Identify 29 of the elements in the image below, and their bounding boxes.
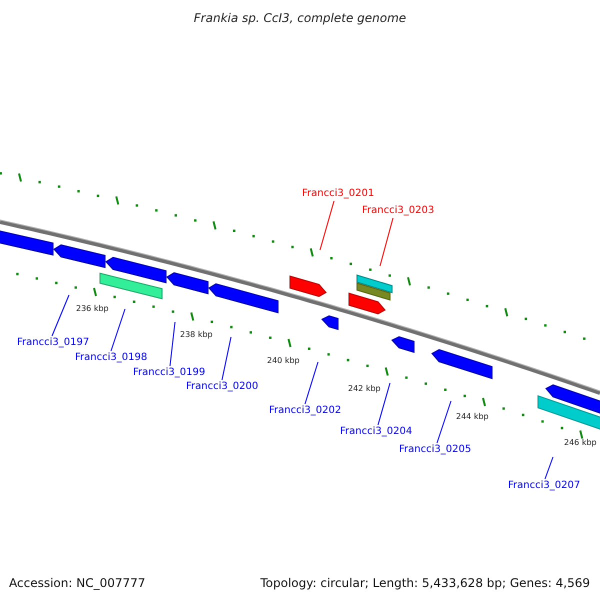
position-label: 244 kbp [456,411,489,423]
leader-line [110,308,126,352]
leader-line [544,456,554,480]
position-label: 240 kbp [267,355,300,367]
leader-line [436,400,452,444]
gene-label: Francci3_0197 [17,336,90,350]
position-label: 236 kbp [76,303,109,315]
gene-label: Francci3_0199 [133,366,206,380]
gene-label: Francci3_0207 [508,479,580,493]
leader-line [52,294,70,336]
gene-label: Francci3_0200 [186,380,258,394]
gene-label: Francci3_0201 [302,187,374,201]
leader-line [378,382,390,426]
position-label: 238 kbp [180,329,213,341]
gene-label: Francci3_0205 [399,443,472,457]
gene-label: Francci3_0204 [340,425,412,439]
leader-line [170,322,176,366]
accession-text: Accession: NC_007777 [9,575,146,592]
gene-label: Francci3_0198 [75,351,148,365]
title: Frankia sp. CcI3, complete genome [192,10,408,27]
leader-line [320,200,334,250]
gene-label: Francci3_0203 [362,204,434,218]
position-label: 242 kbp [348,383,381,395]
leader-line [304,362,318,404]
leader-line [222,336,232,380]
gene-label: Francci3_0202 [269,404,342,418]
genome-info-text: Topology: circular; Length: 5,433,628 bp; Genes: 4,569 [260,575,590,592]
leader-line [380,218,394,266]
position-label: 246 kbp [564,437,597,449]
